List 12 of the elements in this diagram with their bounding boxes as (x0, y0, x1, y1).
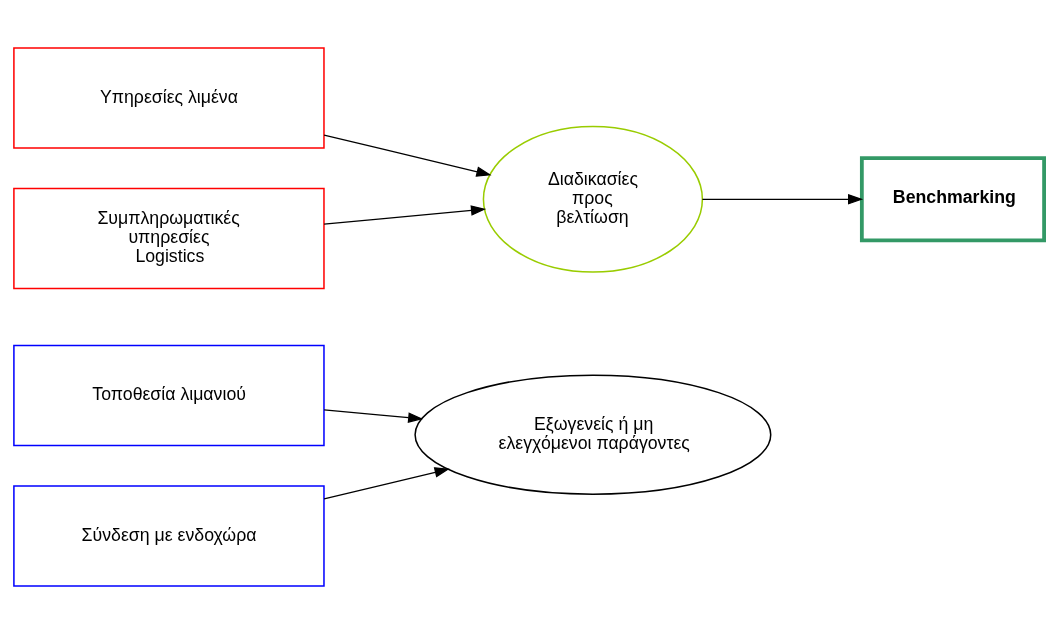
arrow (323, 409, 424, 423)
arrow (323, 205, 487, 225)
arrow (701, 193, 864, 205)
node-box: Σύνδεση με ενδοχώρα (13, 485, 325, 587)
node-ellipse: Διαδικασίες προς βελτίωση (482, 125, 704, 273)
arrow (323, 134, 492, 177)
node-ellipse: Εξωγενείς ή μη ελεγχόμενοι παράγοντες (414, 374, 772, 495)
node-box: Υπηρεσίες λιμένα (13, 47, 325, 149)
node-box: Συμπληρωματικές υπηρεσίες Logistics (13, 187, 325, 290)
node-box: Benchmarking (859, 156, 1046, 243)
arrow (323, 467, 450, 500)
node-box: Τοποθεσία λιμανιού (13, 344, 325, 447)
